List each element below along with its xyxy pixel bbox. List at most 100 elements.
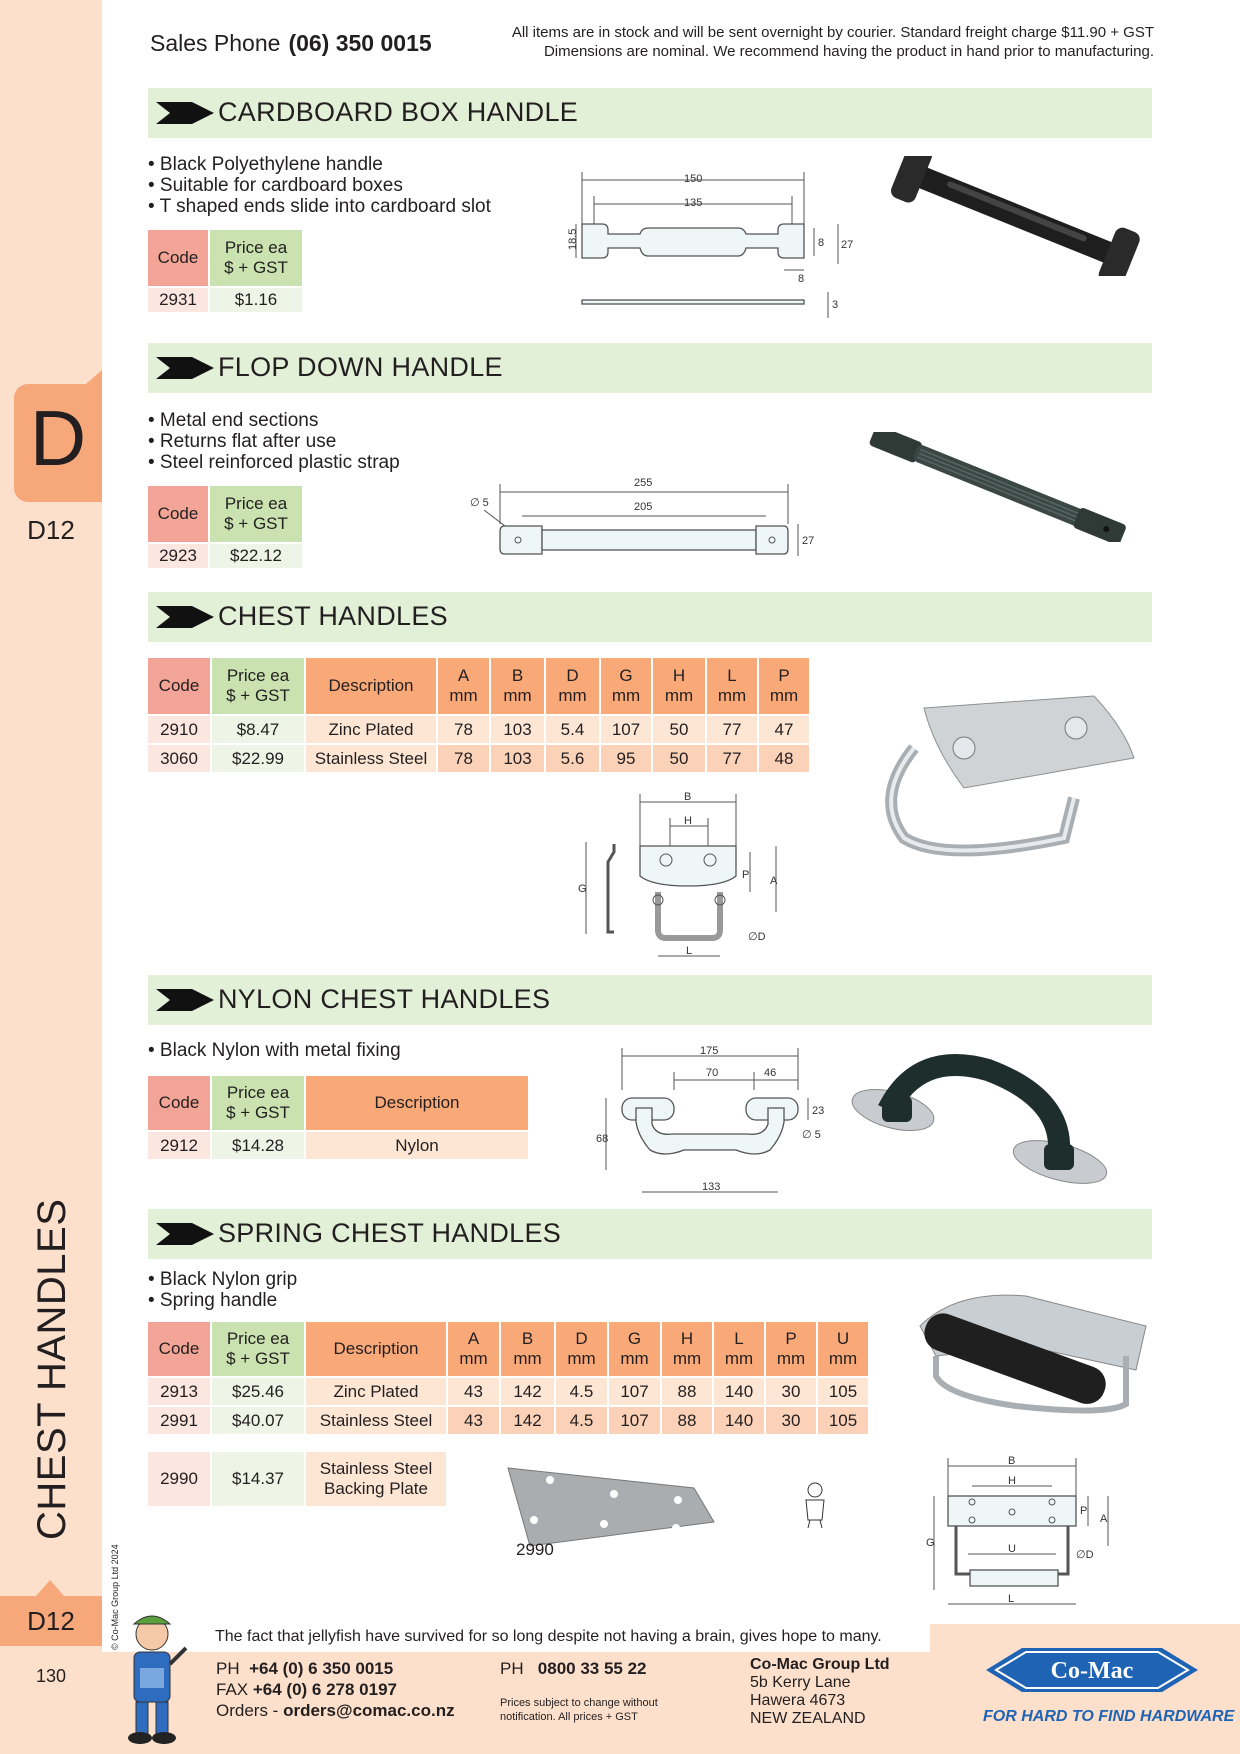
dim-cell: 105 [818,1407,868,1434]
col-header-code: Code [148,230,208,286]
svg-text:135: 135 [684,197,702,209]
bottom-tab-notch [36,1580,64,1596]
svg-text:P: P [1080,1505,1087,1517]
svg-text:B: B [684,792,691,803]
section-banner-nylon: NYLON CHEST HANDLES [148,975,1152,1025]
arrow-icon [156,1223,214,1245]
chest-handle-photo [885,695,1135,857]
svg-text:H: H [1008,1475,1016,1487]
page-ref-bottom: D12 [27,1606,75,1636]
code-cell: 2990 [148,1452,210,1506]
col-header-description: Description [306,1322,446,1376]
svg-text:70: 70 [706,1067,718,1079]
col-header-price: Price ea$ + GST [212,1322,304,1376]
price-cell: $8.47 [212,716,304,743]
dim-cell: 50 [653,716,705,743]
arrow-icon [156,357,214,379]
dim-cell: 78 [438,745,489,772]
price-cell: $14.37 [212,1452,304,1506]
dim-cell: 4.5 [556,1407,607,1434]
col-header-code: Code [148,1322,210,1376]
col-header-price: Price ea$ + GST [212,1076,304,1130]
logo-text: Co-Mac [1051,1658,1134,1684]
dim-cell: 142 [501,1378,554,1405]
dim-cell: 78 [438,716,489,743]
page-number: 130 [35,1666,67,1686]
category-letter: D [29,394,87,482]
price-table-flopdown: Code Price ea$ + GST 2923 $22.12 [146,484,304,570]
col-header-description: Description [306,1076,528,1130]
nylon-handle-photo [851,1054,1108,1184]
svg-text:68: 68 [596,1133,608,1145]
nylon-handle-drawing: 175 70 46 68 23 ∅ 5 133 [596,1046,824,1193]
feature-item: • Suitable for cardboard boxes [148,175,403,196]
table-row: 2913 $25.46 Zinc Plated 43 142 4.5 107 8… [148,1378,868,1405]
code-cell: 2913 [148,1378,210,1405]
svg-text:8: 8 [798,273,804,285]
spring-handle-drawing: B H U P A G ∅D L [926,1456,1109,1605]
dim-cell: 142 [501,1407,554,1434]
svg-text:23: 23 [812,1105,824,1117]
dim-cell: 43 [448,1407,499,1434]
notice-line-1: All items are in stock and will be sent … [511,24,1154,41]
code-cell: 2923 [148,544,208,568]
section-title: CHEST HANDLES [218,601,448,631]
company-name: Co-Mac Group Ltd [750,1656,890,1673]
svg-text:H: H [684,815,692,827]
svg-text:A: A [1100,1513,1108,1525]
arrow-icon [156,606,214,628]
feature-list: • Black Nylon with metal fixing [148,1040,401,1061]
section-banner-chest: CHEST HANDLES [148,592,1152,642]
bottom-tab [0,1596,102,1646]
dim-cell: 47 [759,716,809,743]
code-cell: 2912 [148,1132,210,1159]
svg-text:8: 8 [818,237,824,249]
svg-text:∅D: ∅D [1076,1549,1094,1561]
backing-plate-photo [507,1467,715,1547]
svg-text:A: A [770,875,778,887]
svg-text:∅D: ∅D [748,931,766,943]
col-header-code: Code [148,1076,210,1130]
spring-handle-photo [919,1294,1147,1414]
orders-line: Orders - orders@comac.co.nz [216,1701,455,1720]
fun-fact: The fact that jellyfish have survived fo… [215,1628,882,1645]
feature-list: • Metal end sections • Returns flat afte… [148,410,400,473]
table-row: 2910 $8.47 Zinc Plated 78 103 5.4 107 50… [148,716,809,743]
svg-text:U: U [1008,1543,1016,1555]
svg-text:∅ 5: ∅ 5 [470,497,489,509]
address-line: 5b Kerry Lane [750,1674,851,1691]
dim-cell: 77 [707,716,757,743]
svg-text:L: L [686,945,692,957]
price-note: Prices subject to change without notific… [500,1697,658,1723]
svg-text:175: 175 [700,1046,718,1057]
description-cell: Zinc Plated [306,716,436,743]
freephone: PH 0800 33 55 22 [500,1659,647,1678]
description-cell: Stainless Steel [306,745,436,772]
flopdown-handle-drawing: 255 205 ∅ 5 27 [470,477,814,556]
feature-list: • Black Nylon grip • Spring handle [148,1269,297,1311]
address-line: Hawera 4673 [750,1692,846,1709]
feature-item: • Black Nylon with metal fixing [148,1040,401,1061]
svg-text:G: G [926,1537,935,1549]
notice-line-2: Dimensions are nominal. We recommend hav… [543,42,1154,60]
sales-number: (06) 350 0015 [288,30,432,56]
arrow-icon [156,102,214,124]
table-row: 2931 $1.16 [148,288,302,312]
dim-cell: 107 [609,1407,660,1434]
description-cell: Stainless Steel [306,1407,446,1434]
col-header-code: Code [148,658,210,714]
dim-cell: 43 [448,1378,499,1405]
dim-cell: 88 [662,1407,712,1434]
sales-phone: Sales Phone(06) 350 0015 [150,30,432,57]
price-cell: $1.16 [210,288,302,312]
table-row: 2991 $40.07 Stainless Steel 43 142 4.5 1… [148,1407,868,1434]
price-cell: $22.99 [212,745,304,772]
svg-text:205: 205 [634,501,652,513]
